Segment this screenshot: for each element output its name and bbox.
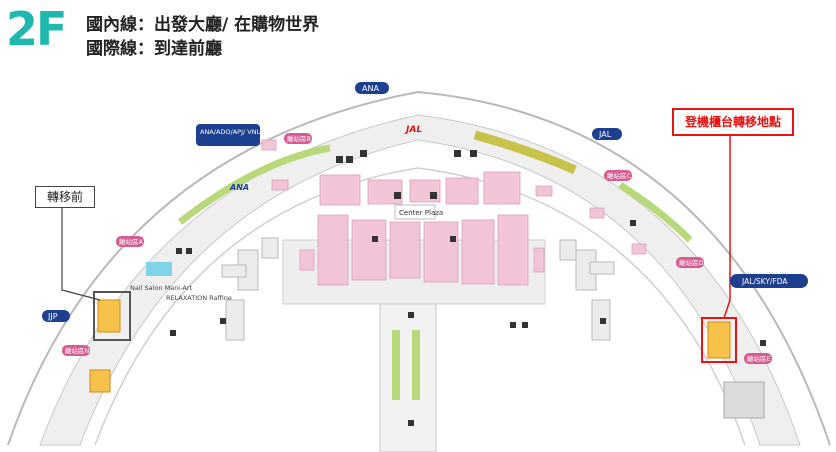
before-move-callout: 轉移前: [35, 186, 95, 208]
checkin-strip-ana: [177, 144, 331, 225]
new-location-box: [701, 317, 737, 363]
gate-n-label: 離站區N: [65, 346, 90, 355]
relaxation-label: RELAXATION Raffine: [166, 294, 232, 302]
shop-blocks: [299, 171, 545, 286]
gate-b-badge: [284, 133, 312, 144]
jal-group-badge-label: JAL/SKY/FDA: [741, 277, 788, 286]
header-line-domestic: 國內線：出發大廳/ 在購物世界: [86, 15, 320, 35]
gate-n-badge: [62, 345, 90, 356]
new-callout-line: [723, 134, 731, 319]
terminal-map: Center Plaza Nail Salon Mani-Art RELAXAT…: [7, 82, 831, 452]
checkin-strip-jal: [618, 182, 693, 243]
pier-stubs: [221, 237, 615, 341]
center-plaza-area: [394, 204, 436, 220]
teal-area: [146, 262, 172, 276]
gate-e-label: 離站區E: [747, 354, 771, 363]
pier-green-b: [412, 330, 420, 400]
jjp-badge-label: JJP: [47, 312, 58, 321]
checkin-strip-hatched: [473, 130, 577, 175]
gate-badges: 離站區B 離站區A 離站區C 離站區D 離站區E 離站區N: [62, 133, 772, 364]
jal-badge-label: JAL: [598, 130, 612, 139]
gate-d-label: 離站區D: [679, 258, 704, 267]
gate-b-label: 離站區B: [287, 134, 311, 143]
gate-a-badge: [116, 236, 144, 247]
terminal-inner-arc: [94, 167, 746, 446]
nail-salon-label: Nail Salon Mani-Art: [130, 284, 192, 292]
gate-d-badge: [676, 257, 704, 268]
jal-group-badge: [730, 274, 808, 288]
gate-e-badge: [744, 353, 772, 364]
jjp-badge: [42, 310, 70, 322]
north-pier: [379, 299, 437, 452]
page-header: 2F 國內線：出發大廳/ 在購物世界 國際線：到達前廳: [0, 0, 836, 60]
terminal-outer-arc: [7, 90, 831, 446]
jal-badge: [592, 128, 622, 140]
old-callout-line: [61, 208, 101, 301]
ana-badge-label: ANA: [362, 84, 379, 93]
jal-logo: JAL: [404, 125, 422, 135]
center-plaza-label: Center Plaza: [399, 209, 443, 217]
ana-badge: [355, 82, 389, 94]
new-location-callout: 登機櫃台轉移地點: [672, 108, 794, 136]
arc-shop-blocks: [261, 139, 647, 255]
gate-c-label: 離站區C: [607, 171, 632, 180]
hatched-counter-zones: [89, 299, 731, 393]
gate-c-badge: [604, 170, 632, 181]
old-location-box: [93, 291, 131, 341]
header-line-international: 國際線：到達前廳: [86, 39, 222, 59]
ana-group-badge: [196, 124, 260, 146]
floor-label: 2F: [6, 2, 67, 56]
facility-icons: [170, 150, 766, 426]
pier-green-a: [392, 330, 400, 400]
gate-e-building: [723, 381, 765, 419]
ana-logo: ANA: [229, 183, 249, 192]
ana-group-badge-label: ANA/ADO/APJ/ VNL/SJO: [200, 128, 274, 136]
gate-a-label: 離站區A: [119, 237, 144, 246]
